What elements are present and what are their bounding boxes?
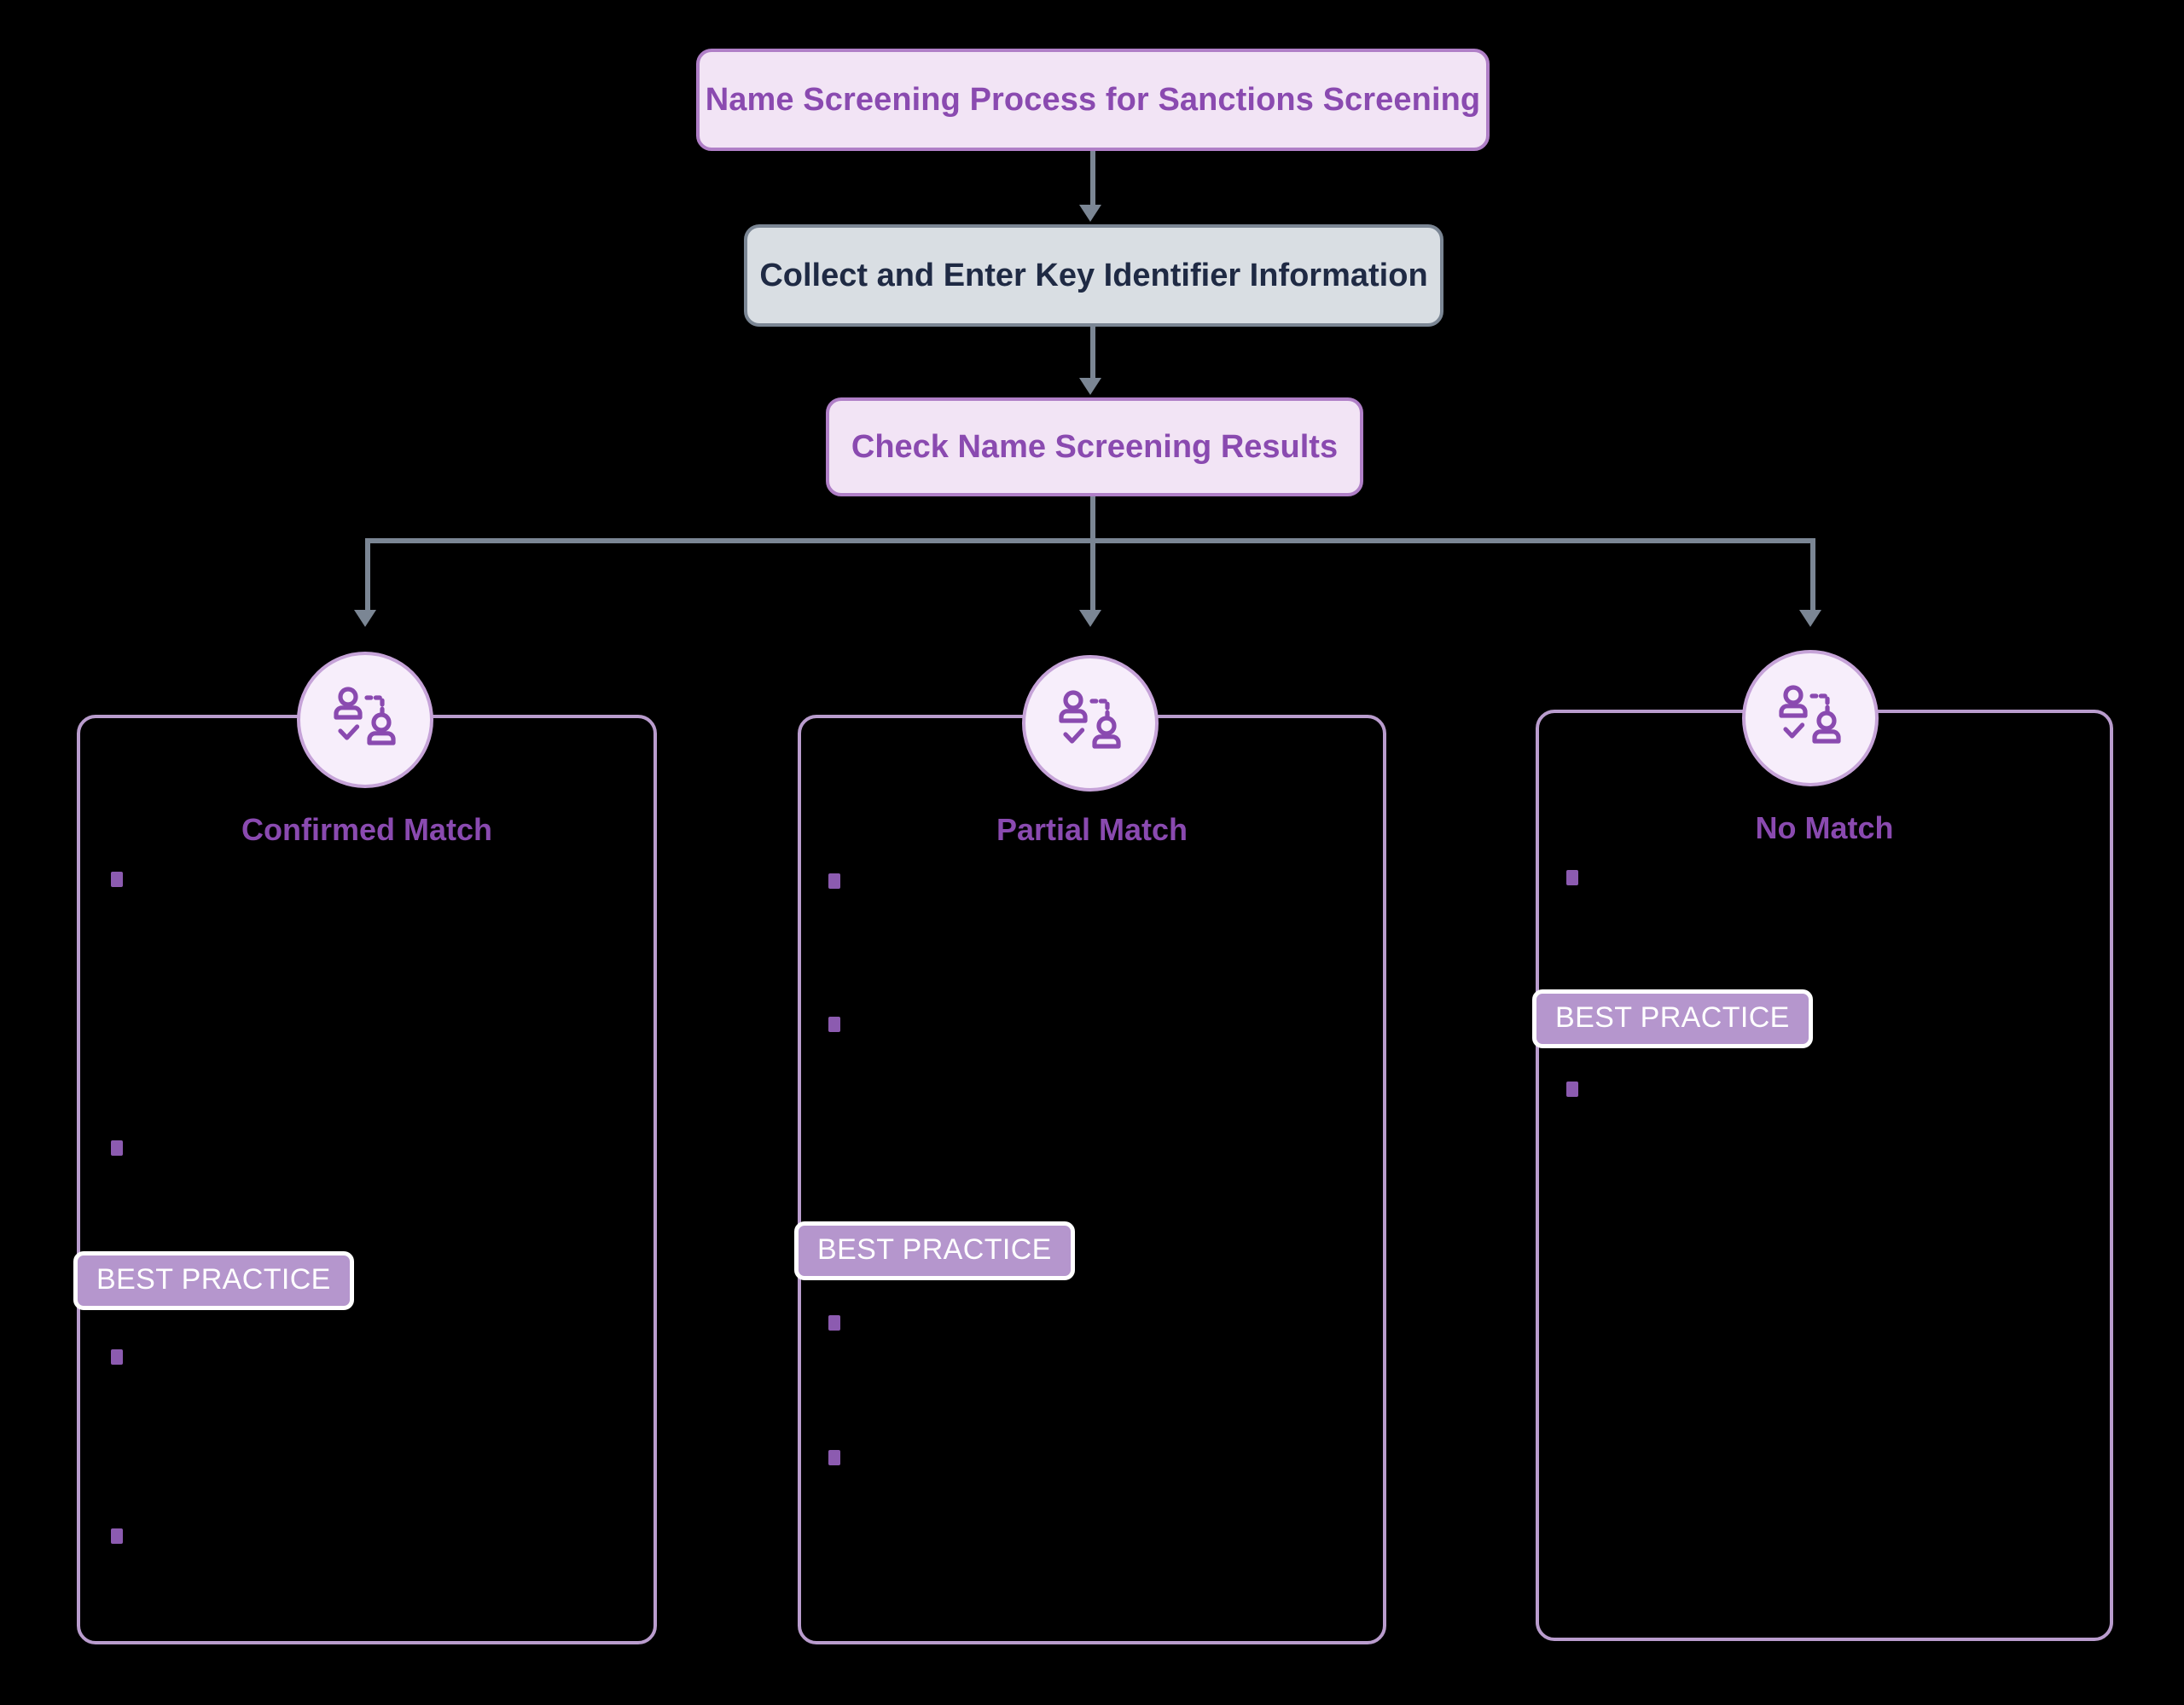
- card-heading-partial-match: Partial Match: [996, 812, 1188, 847]
- connector-branch-middle: [1090, 538, 1095, 613]
- best-practice-badge: BEST PRACTICE: [794, 1221, 1075, 1280]
- arrowhead-title-to-step: [1079, 205, 1101, 222]
- outcome-card-confirmed-match[interactable]: Confirmed Match BEST PRACTICE: [73, 715, 657, 1644]
- best-practice-badge: BEST PRACTICE: [1532, 989, 1813, 1048]
- best-practice-badge: BEST PRACTICE: [73, 1251, 354, 1310]
- people-match-check-icon-confirmed-match: [297, 652, 433, 788]
- flow-node-title-label: Name Screening Process for Sanctions Scr…: [705, 81, 1481, 118]
- card-heading-confirmed-match: Confirmed Match: [241, 812, 492, 847]
- outcome-card-partial-match[interactable]: Partial Match BEST PRACTICE: [794, 715, 1386, 1644]
- bullet-marker: [111, 1528, 123, 1544]
- flow-node-decision-label: Check Name Screening Results: [851, 428, 1339, 465]
- people-match-check-icon: [1059, 690, 1121, 749]
- bullet-marker: [111, 872, 123, 887]
- connector-decision-stem: [1090, 496, 1095, 541]
- flow-node-decision[interactable]: Check Name Screening Results: [826, 397, 1363, 496]
- bullet-marker: [828, 1450, 840, 1465]
- people-match-check-icon: [1779, 685, 1841, 744]
- bullet-marker: [828, 1017, 840, 1032]
- people-match-check-icon: [334, 687, 396, 745]
- bullet-marker: [828, 873, 840, 889]
- outcome-card-no-match[interactable]: No Match BEST PRACTICE: [1532, 710, 2113, 1641]
- arrowhead-step-to-decision: [1079, 378, 1101, 395]
- arrowhead-branch-left: [354, 610, 376, 627]
- connector-branch-right: [1810, 538, 1815, 613]
- arrowhead-branch-middle: [1079, 610, 1101, 627]
- connector-title-to-step: [1090, 151, 1095, 207]
- people-match-check-icon-no-match: [1742, 650, 1879, 786]
- flow-node-title[interactable]: Name Screening Process for Sanctions Scr…: [696, 49, 1490, 151]
- people-match-check-icon-partial-match: [1022, 655, 1159, 792]
- arrowhead-branch-right: [1799, 610, 1821, 627]
- card-heading-no-match: No Match: [1755, 810, 1894, 845]
- connector-branch-left: [365, 538, 370, 613]
- flow-node-step-label: Collect and Enter Key Identifier Informa…: [759, 257, 1428, 293]
- bullet-marker: [1566, 870, 1578, 885]
- connector-step-to-decision: [1090, 327, 1095, 380]
- flow-node-step[interactable]: Collect and Enter Key Identifier Informa…: [744, 224, 1443, 327]
- bullet-marker: [1566, 1082, 1578, 1097]
- bullet-marker: [111, 1140, 123, 1156]
- bullet-marker: [111, 1349, 123, 1365]
- bullet-marker: [828, 1315, 840, 1331]
